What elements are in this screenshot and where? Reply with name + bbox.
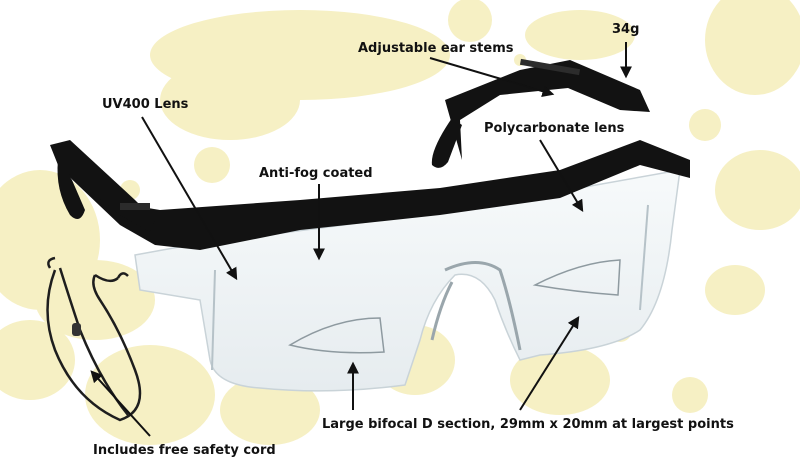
cord-stopper bbox=[72, 323, 81, 336]
anti-fog-label: Anti-fog coated bbox=[259, 166, 373, 181]
bifocal-left bbox=[288, 317, 385, 354]
bifocal-label: Large bifocal D section, 29mm x 20mm at … bbox=[322, 417, 734, 432]
arrow-bifocal-right bbox=[519, 315, 580, 411]
far-ear-stem bbox=[445, 60, 650, 160]
top-frame bbox=[60, 140, 690, 250]
bifocal-right bbox=[532, 259, 621, 296]
uv-lens-label: UV400 Lens bbox=[102, 97, 189, 112]
weight-label: 34g bbox=[612, 22, 640, 37]
ear-stems-label: Adjustable ear stems bbox=[358, 41, 514, 56]
nose-bridge bbox=[444, 261, 522, 351]
arrow-cord bbox=[90, 370, 151, 437]
polycarbonate-label: Polycarbonate lens bbox=[484, 121, 625, 136]
lens-shield bbox=[134, 169, 681, 392]
safety-glasses bbox=[50, 58, 690, 392]
arrow-uv-lens bbox=[141, 116, 238, 281]
safety-cord-label: Includes free safety cord bbox=[93, 443, 276, 458]
arrow-polycarbonate bbox=[539, 139, 584, 213]
arrow-ear-stems bbox=[429, 57, 555, 98]
annotation-arrows bbox=[90, 42, 632, 437]
